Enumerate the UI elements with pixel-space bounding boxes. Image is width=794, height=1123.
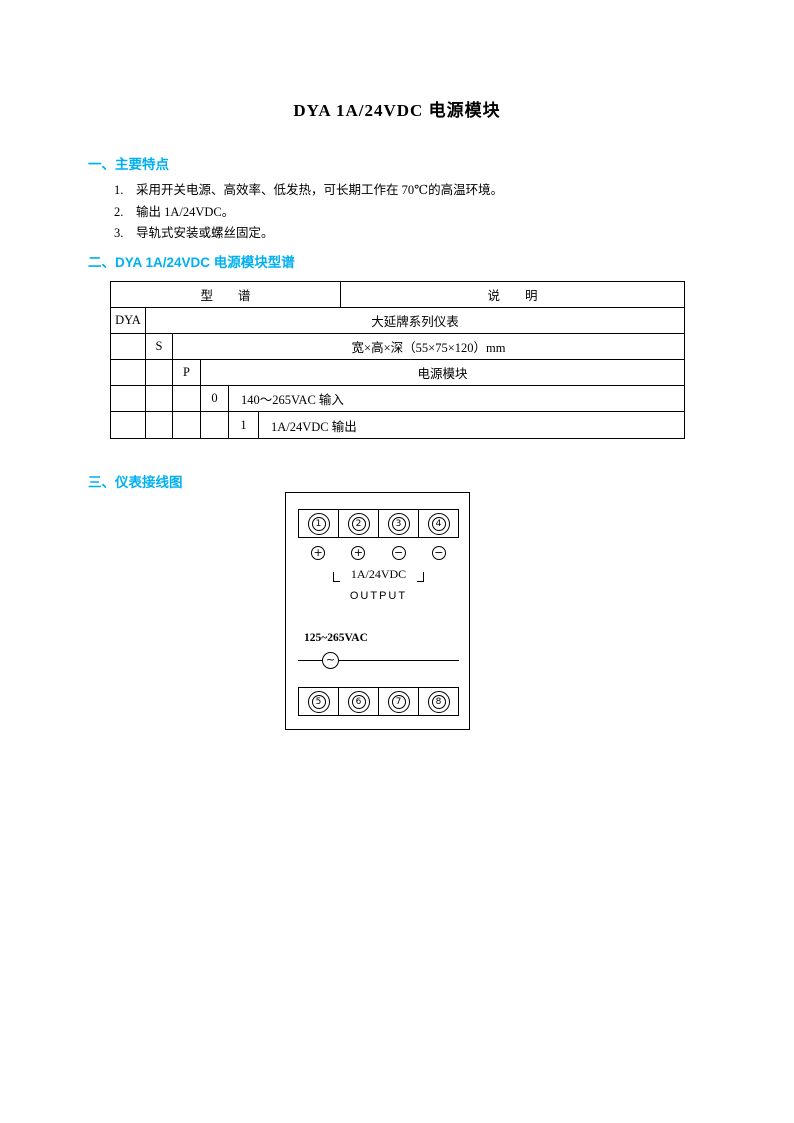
section-heading-features: 一、主要特点 [88,157,169,172]
page-title: DYA 1A/24VDC 电源模块 [293,101,501,120]
table-row: DYA 大延牌系列仪表 [111,308,684,334]
table-cell-empty [173,386,201,411]
terminal-4: 4 [419,510,458,537]
left-corner-bracket-icon [332,572,340,582]
minus-polarity-icon: − [431,546,446,560]
table-cell-empty [146,386,173,411]
terminal-number: 8 [431,694,446,709]
table-row: S 宽×高×深（55×75×120）mm [111,334,684,360]
terminal-1: 1 [299,510,339,537]
polarity-row: + + − − [298,546,459,560]
feature-item-text: 采用开关电源、高效率、低发热，可长期工作在 70℃的高温环境。 [136,183,504,197]
top-terminal-block: 1 2 3 4 [298,509,459,538]
output-value-row: 1A/24VDC [286,567,471,582]
feature-item-text: 输出 1A/24VDC。 [136,205,235,219]
terminal-6: 6 [339,688,379,715]
terminal-screw-icon: 4 [427,512,450,535]
table-cell-empty [111,360,146,385]
table-cell-desc: 宽×高×深（55×75×120）mm [351,341,506,355]
terminal-2: 2 [339,510,379,537]
plus-polarity-icon: + [311,546,326,560]
terminal-screw-icon: 5 [307,690,330,713]
wiring-diagram: 1 2 3 4 + + − − [285,492,470,730]
terminal-number: 5 [311,694,326,709]
table-header-row: 型 谱 说 明 [111,282,684,308]
feature-item: 1. 采用开关电源、高效率、低发热，可长期工作在 70℃的高温环境。 [114,179,503,198]
feature-item: 3. 导轨式安装或螺丝固定。 [114,222,274,241]
terminal-8: 8 [419,688,458,715]
terminal-3: 3 [379,510,419,537]
terminal-screw-icon: 7 [387,690,410,713]
terminal-7: 7 [379,688,419,715]
feature-item-number: 2. [114,205,124,219]
terminal-screw-icon: 8 [427,690,450,713]
feature-item-number: 1. [114,183,124,197]
table-cell-empty [146,360,173,385]
model-spectrum-table: 型 谱 说 明 DYA 大延牌系列仪表 S 宽×高×深（55×75×120）mm… [110,281,685,439]
table-cell-code: 0 [201,386,229,411]
input-voltage-label: 125~265VAC [304,632,368,644]
table-row: 0 140～265VAC 输入 [111,386,684,412]
section-heading-spectrum: 二、DYA 1A/24VDC 电源模块型谱 [88,255,295,270]
section-heading-wiring: 三、仪表接线图 [88,475,183,490]
table-cell-code: DYA [111,308,146,333]
table-cell-desc: 大延牌系列仪表 [371,315,459,329]
table-cell-code: 1 [229,412,259,438]
table-cell-empty [111,334,146,359]
feature-item: 2. 输出 1A/24VDC。 [114,201,234,220]
terminal-number: 4 [431,516,446,531]
right-corner-bracket-icon [417,572,425,582]
terminal-number: 2 [351,516,366,531]
table-cell-code: P [173,360,201,385]
terminal-screw-icon: 1 [307,512,330,535]
table-header-model: 型 谱 [111,282,341,307]
terminal-number: 6 [351,694,366,709]
terminal-screw-icon: 6 [347,690,370,713]
terminal-5: 5 [299,688,339,715]
terminal-screw-icon: 2 [347,512,370,535]
table-cell-desc: 140～265VAC 输入 [241,393,344,407]
table-row: P 电源模块 [111,360,684,386]
table-cell-empty [111,412,146,438]
table-cell-desc: 电源模块 [417,367,468,381]
terminal-screw-icon: 3 [387,512,410,535]
table-cell-empty [201,412,229,438]
terminal-number: 1 [311,516,326,531]
ac-source-icon: ~ [322,652,339,669]
terminal-number: 3 [391,516,406,531]
plus-polarity-icon: + [351,546,366,560]
feature-item-number: 3. [114,226,124,240]
table-cell-empty [111,386,146,411]
bottom-terminal-block: 5 6 7 8 [298,687,459,716]
terminal-number: 7 [391,694,406,709]
output-value-label: 1A/24VDC [350,567,407,581]
minus-polarity-icon: − [391,546,406,560]
table-cell-empty [173,412,201,438]
table-row: 1 1A/24VDC 输出 [111,412,684,438]
table-cell-code: S [146,334,173,359]
ac-input-line [298,660,459,661]
table-cell-empty [146,412,173,438]
feature-item-text: 导轨式安装或螺丝固定。 [136,226,274,240]
table-cell-desc: 1A/24VDC 输出 [271,419,357,434]
table-header-desc: 说 明 [487,289,538,303]
output-text: OUTPUT [349,590,408,602]
